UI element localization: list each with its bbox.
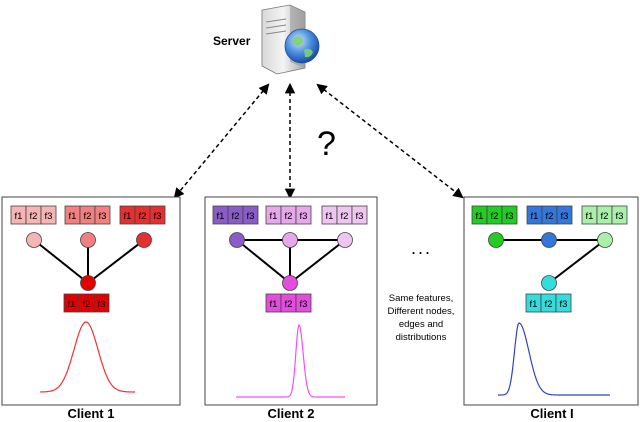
c2-features-agg-cell-3 — [295, 293, 312, 313]
cI-features-a-label-1: f1 — [476, 211, 484, 222]
c1-features-b-label-3: f3 — [99, 211, 107, 222]
c2-features-c-cell-3 — [351, 205, 368, 225]
cI-node-c — [597, 232, 613, 248]
c1-features-b: f1 f2 f3 — [64, 205, 111, 225]
edge-c2-d — [289, 239, 346, 284]
c1-features-a-cell-3 — [40, 205, 57, 225]
client-1-label: Client 1 — [67, 406, 115, 421]
c2-features-a-label-3: f3 — [247, 211, 255, 222]
c1-features-c-label-3: f3 — [154, 211, 162, 222]
c1-features-agg-label-3: f3 — [98, 299, 106, 310]
server-label: Server — [213, 34, 251, 48]
c2-features-agg: f1 f2 f3 — [265, 293, 312, 313]
c2-features-b-label-1: f1 — [270, 211, 278, 222]
c1-features-b-cell-3 — [94, 205, 111, 225]
c2-features-b: f1 f2 f3 — [265, 205, 312, 225]
c2-features-b-label-2: f2 — [285, 211, 293, 222]
c1-features-agg-cell-3 — [93, 293, 110, 313]
c2-features-agg-label-1: f1 — [270, 299, 278, 310]
c2-node-center — [282, 275, 298, 291]
note-line-1: Same features, — [388, 293, 454, 304]
cI-features-b-cell-3 — [556, 205, 573, 225]
ellipsis: ... — [411, 238, 433, 258]
edge-cI-b — [548, 239, 606, 284]
c1-features-agg: f1 f2 f3 — [63, 293, 110, 313]
client-I-label: Client I — [530, 406, 574, 421]
note-line-2: Different nodes, — [387, 306, 455, 317]
c2-distribution-curve — [236, 323, 345, 398]
c2-features-c-label-2: f2 — [341, 211, 349, 222]
c1-features-c: f1 f2 f3 — [119, 205, 166, 225]
server-globe-icon — [261, 4, 320, 75]
c2-features-c: f1 f2 f3 — [321, 205, 368, 225]
c2-features-c-label-3: f3 — [356, 211, 364, 222]
c1-features-a: f1 f2 f3 — [10, 205, 57, 225]
cI-features-a-cell-3 — [501, 205, 518, 225]
c1-node-c — [136, 232, 152, 248]
c1-features-c-cell-3 — [149, 205, 166, 225]
cI-features-c-label-2: f2 — [601, 211, 609, 222]
cI-features-agg-label-3: f3 — [560, 299, 568, 310]
edge-c2-b — [236, 239, 291, 284]
c1-features-a-label-3: f3 — [45, 211, 53, 222]
c2-features-agg-label-2: f2 — [285, 299, 293, 310]
c1-features-c-label-1: f1 — [124, 211, 132, 222]
c1-features-b-label-2: f2 — [84, 211, 92, 222]
c1-node-a — [26, 232, 42, 248]
c2-features-agg-label-3: f3 — [300, 299, 308, 310]
c2-node-a — [229, 232, 245, 248]
c2-features-a-label-1: f1 — [217, 211, 225, 222]
cI-features-agg-label-1: f1 — [530, 299, 538, 310]
c2-features-b-label-3: f3 — [300, 211, 308, 222]
cI-features-b-label-2: f2 — [546, 211, 554, 222]
cI-node-a — [488, 232, 504, 248]
c1-node-center — [80, 275, 96, 291]
note-line-4: distributions — [395, 332, 447, 343]
cI-features-b-label-3: f3 — [561, 211, 569, 222]
c1-features-agg-label-2: f2 — [83, 299, 91, 310]
c2-features-c-label-1: f1 — [326, 211, 334, 222]
c1-features-c-label-2: f2 — [139, 211, 147, 222]
note-line-3: edges and — [398, 319, 444, 330]
c2-features-a-cell-3 — [242, 205, 259, 225]
cI-features-agg: f1 f2 f3 — [525, 293, 572, 313]
distribution-curves — [39, 321, 610, 398]
cI-features-c-label-3: f3 — [616, 211, 624, 222]
c1-features-b-label-1: f1 — [69, 211, 77, 222]
edge-c1-a — [33, 239, 89, 284]
cI-features-b-label-1: f1 — [531, 211, 539, 222]
c2-features-a: f1 f2 f3 — [212, 205, 259, 225]
cI-features-a-label-3: f3 — [506, 211, 514, 222]
cI-distribution-curve — [498, 322, 610, 396]
arrow-server-client1 — [173, 83, 270, 199]
c1-features-agg-label-1: f1 — [68, 299, 76, 310]
question-mark: ? — [317, 125, 336, 163]
client-2-label: Client 2 — [267, 406, 315, 421]
cI-features-agg-cell-3 — [555, 293, 572, 313]
c1-distribution-curve — [39, 321, 135, 393]
note-text: Same features, Different nodes, edges an… — [376, 292, 466, 344]
cI-node-center — [541, 275, 557, 291]
cI-node-b — [541, 232, 557, 248]
cI-features-c: f1 f2 f3 — [581, 205, 628, 225]
cI-features-a-label-2: f2 — [491, 211, 499, 222]
arrow-server-clientI — [316, 83, 464, 199]
cI-features-c-label-1: f1 — [586, 211, 594, 222]
graph-nodes — [26, 232, 613, 291]
c1-features-a-label-1: f1 — [15, 211, 23, 222]
c2-features-a-label-2: f2 — [232, 211, 240, 222]
c2-features-b-cell-3 — [295, 205, 312, 225]
cI-features-a: f1 f2 f3 — [471, 205, 518, 225]
c1-node-b — [80, 232, 96, 248]
c2-node-b — [282, 232, 298, 248]
c1-features-a-label-2: f2 — [30, 211, 38, 222]
cI-features-b: f1 f2 f3 — [526, 205, 573, 225]
cI-features-agg-label-2: f2 — [545, 299, 553, 310]
edge-c1-c — [87, 239, 145, 284]
feature-boxes: f1 f2 f3 f1 f2 f3 f1 f2 f3 f1 f2 f3 f1 f2 f3 f1 f2 f3 f1 f2… — [10, 205, 628, 313]
cI-features-c-cell-3 — [611, 205, 628, 225]
c2-node-c — [337, 232, 353, 248]
